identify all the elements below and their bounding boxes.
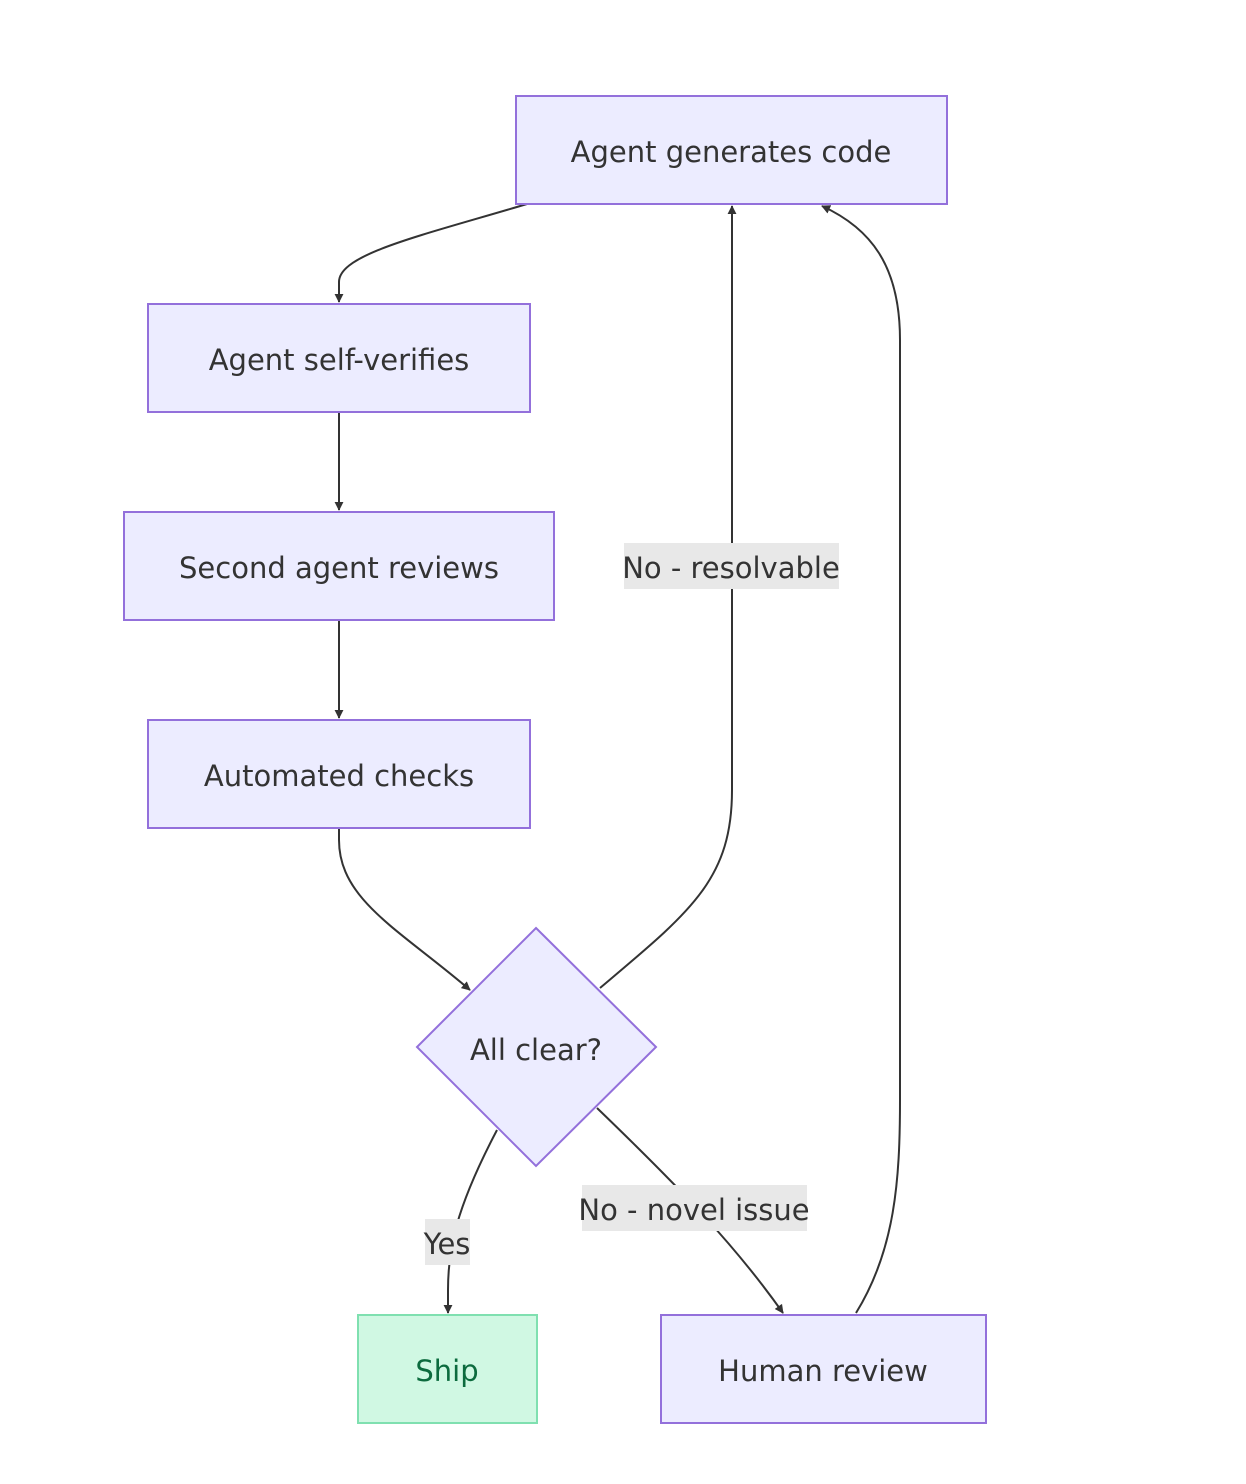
svg-text:Agent generates code: Agent generates code bbox=[571, 135, 892, 169]
edge-decision-to-generate bbox=[599, 205, 737, 989]
edge-label-no-novel-issue: No - novel issue bbox=[578, 1185, 810, 1231]
svg-text:All clear?: All clear? bbox=[470, 1033, 602, 1067]
svg-text:Human review: Human review bbox=[718, 1354, 928, 1388]
svg-text:No - resolvable: No - resolvable bbox=[622, 551, 840, 585]
node-agent-self-verifies: Agent self-verifies bbox=[147, 303, 531, 413]
svg-text:Second agent reviews: Second agent reviews bbox=[179, 551, 499, 585]
svg-text:No - novel issue: No - novel issue bbox=[578, 1193, 809, 1227]
edge-label-yes: Yes bbox=[423, 1219, 471, 1265]
node-decision-all-clear: All clear? bbox=[415, 926, 658, 1168]
node-human-review: Human review bbox=[660, 1314, 987, 1424]
svg-text:Ship: Ship bbox=[415, 1354, 478, 1388]
svg-text:Yes: Yes bbox=[423, 1227, 471, 1261]
edge-human-to-generate bbox=[821, 205, 901, 1314]
node-second-agent-reviews: Second agent reviews bbox=[123, 511, 555, 621]
svg-text:Automated checks: Automated checks bbox=[204, 759, 474, 793]
node-agent-generates-code: Agent generates code bbox=[515, 95, 948, 205]
edge-automated-to-decision bbox=[338, 828, 471, 991]
node-automated-checks: Automated checks bbox=[147, 719, 531, 829]
svg-text:Agent self-verifies: Agent self-verifies bbox=[209, 343, 470, 377]
node-ship: Ship bbox=[357, 1314, 538, 1424]
edge-generate-to-self-verify bbox=[334, 203, 528, 303]
edge-label-no-resolvable: No - resolvable bbox=[622, 543, 840, 589]
